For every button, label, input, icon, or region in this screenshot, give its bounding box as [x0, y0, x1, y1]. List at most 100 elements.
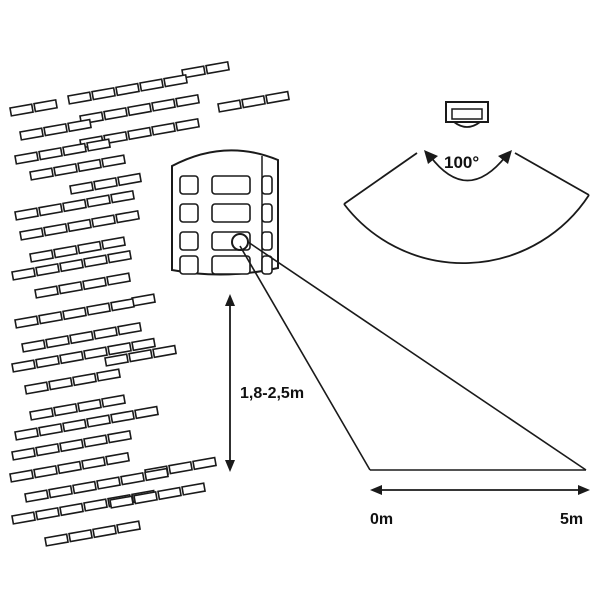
brick: [139, 78, 164, 92]
brick: [11, 511, 36, 525]
brick: [110, 189, 135, 204]
lamp-windows: [179, 175, 273, 275]
brick: [9, 103, 34, 117]
brick: [77, 158, 102, 173]
brick: [205, 60, 230, 75]
brick: [67, 218, 92, 233]
brick: [96, 368, 121, 382]
brick: [35, 262, 60, 277]
brick: [151, 122, 176, 136]
range-start-label: 0m: [370, 511, 393, 528]
brick: [11, 447, 36, 461]
angle-arc-arrow: [424, 150, 512, 182]
brick: [127, 102, 152, 117]
sensor-top-view-icon: [445, 101, 489, 128]
brick: [157, 486, 182, 501]
brick: [44, 533, 69, 547]
brick: [101, 154, 126, 168]
brick: [33, 98, 58, 113]
height-dimension-arrow: [225, 294, 235, 472]
brick: [175, 117, 200, 132]
lamp-window: [261, 203, 273, 223]
brick: [120, 471, 145, 486]
lamp-window: [179, 175, 199, 195]
brick: [53, 402, 78, 417]
brick: [109, 495, 134, 509]
brick: [86, 302, 111, 316]
brick: [38, 310, 63, 325]
brick: [62, 142, 87, 157]
brick: [58, 280, 83, 295]
range-dimension-arrow: [370, 485, 590, 495]
brick: [241, 94, 266, 109]
brick: [115, 209, 140, 224]
brick: [38, 146, 63, 161]
brick: [69, 181, 94, 195]
brick: [105, 451, 130, 466]
brick: [217, 99, 242, 113]
brick: [29, 249, 54, 263]
brick: [29, 407, 54, 421]
lamp-window: [179, 231, 199, 251]
lamp-window: [261, 255, 273, 275]
brick: [72, 480, 97, 495]
brick: [128, 348, 153, 363]
brick: [83, 498, 108, 512]
brick: [168, 460, 193, 475]
mount-height-label: 1,8-2,5m: [240, 385, 304, 402]
brick: [265, 90, 290, 105]
range-end-label: 5m: [560, 511, 583, 528]
brick: [131, 293, 156, 307]
brick: [38, 422, 63, 437]
brick: [59, 258, 84, 273]
brick: [83, 254, 108, 268]
brick: [59, 502, 84, 517]
brick: [93, 326, 118, 340]
brick-wall-icon: [9, 60, 290, 547]
brick: [9, 469, 34, 483]
lamp-window: [211, 203, 251, 223]
brick: [45, 334, 70, 349]
brick: [101, 394, 126, 408]
brick: [131, 337, 156, 352]
brick: [24, 489, 49, 503]
brick: [107, 249, 132, 264]
brick: [48, 484, 73, 499]
wall-light-icon: [171, 149, 279, 276]
brick: [101, 236, 126, 250]
brick: [33, 464, 58, 479]
brick: [83, 434, 108, 448]
brick: [77, 240, 102, 255]
brick: [117, 321, 142, 336]
brick: [14, 207, 39, 221]
brick: [92, 524, 117, 539]
brick: [82, 276, 107, 291]
brick: [11, 359, 36, 373]
sensor-lens: [231, 233, 249, 251]
lamp-window: [211, 255, 251, 275]
detection-cone: [239, 241, 587, 471]
brick: [77, 398, 102, 413]
brick: [43, 222, 68, 237]
brick: [19, 127, 44, 141]
brick: [134, 405, 159, 420]
lamp-window: [211, 175, 251, 195]
brick: [67, 118, 92, 133]
brick: [24, 381, 49, 395]
brick: [115, 82, 140, 97]
brick: [48, 376, 73, 391]
brick: [106, 272, 131, 286]
brick: [175, 93, 200, 108]
cone-near-edge: [239, 245, 371, 471]
brick: [181, 65, 206, 79]
brick: [86, 138, 111, 152]
brick: [93, 176, 118, 191]
brick: [127, 126, 152, 141]
brick: [62, 198, 87, 213]
brick: [107, 341, 132, 356]
brick: [83, 346, 108, 360]
brick: [68, 528, 93, 543]
brick: [91, 86, 116, 101]
brick: [29, 167, 54, 181]
brick: [38, 202, 63, 217]
